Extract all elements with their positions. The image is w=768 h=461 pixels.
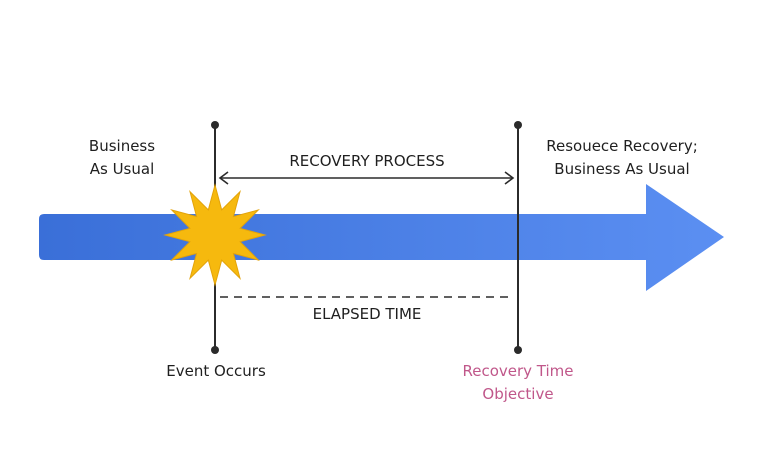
resource-recovery-label-line2: Business As Usual — [554, 160, 689, 178]
event-marker-top-dot — [211, 121, 219, 129]
recovery-process-label: RECOVERY PROCESS — [289, 152, 444, 170]
timeline-arrow — [39, 184, 724, 291]
rto-label-line1: Recovery Time — [462, 362, 573, 380]
business-as-usual-label-line2: As Usual — [90, 160, 155, 178]
rto-marker-top-dot — [514, 121, 522, 129]
event-occurs-label: Event Occurs — [166, 362, 266, 380]
resource-recovery-label-line1: Resouece Recovery; — [546, 137, 698, 155]
rto-marker-bottom-dot — [514, 346, 522, 354]
rto-label-line2: Objective — [482, 385, 553, 403]
recovery-process-right-arrowhead — [504, 171, 515, 185]
business-as-usual-label-line1: Business — [89, 137, 155, 155]
event-burst-icon — [163, 183, 267, 287]
recovery-process-left-arrowhead — [218, 171, 229, 185]
elapsed-time-label: ELAPSED TIME — [313, 305, 422, 323]
event-marker-bottom-dot — [211, 346, 219, 354]
